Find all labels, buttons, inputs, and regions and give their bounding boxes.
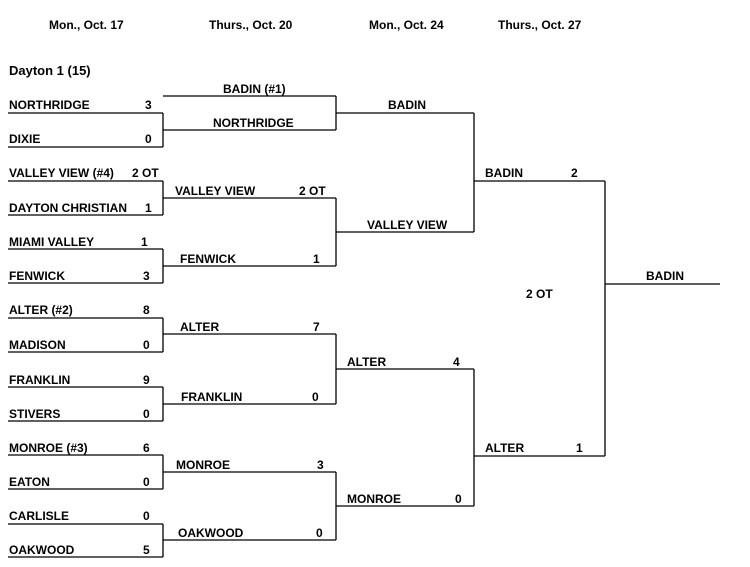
final-overtime-note: 2 OT (526, 287, 553, 301)
r1-team: FENWICK (9, 269, 65, 283)
round-header-4: Thurs., Oct. 27 (498, 18, 582, 32)
r1-score: 2 OT (132, 166, 159, 180)
champion-team: BADIN (646, 269, 684, 283)
r1-team: MIAMI VALLEY (9, 235, 95, 249)
r1-score: 0 (145, 132, 152, 146)
r1-score: 3 (145, 98, 152, 112)
r4-score: 2 (571, 166, 578, 180)
r1-team: FRANKLIN (9, 373, 71, 387)
r2-score: 7 (313, 320, 320, 334)
r1-team: DAYTON CHRISTIAN (9, 201, 128, 215)
r2-score: 1 (313, 252, 320, 266)
r1-team: CARLISLE (9, 509, 69, 523)
r2-team: VALLEY VIEW (175, 184, 256, 198)
r1-team: STIVERS (9, 407, 61, 421)
r4-team: BADIN (485, 166, 523, 180)
r2-team: ALTER (180, 320, 220, 334)
r2-score: 0 (312, 390, 319, 404)
r1-score: 8 (143, 303, 150, 317)
r3-team: MONROE (347, 492, 401, 506)
r1-score: 0 (143, 509, 150, 523)
round-header-1: Mon., Oct. 17 (49, 18, 124, 32)
r2-team: OAKWOOD (178, 526, 244, 540)
r4-team: ALTER (485, 441, 525, 455)
r3-team: ALTER (347, 355, 387, 369)
r2-team: MONROE (176, 458, 230, 472)
r2-score: 3 (317, 458, 324, 472)
r2-team: FENWICK (180, 252, 236, 266)
r4-score: 1 (576, 441, 583, 455)
round-header-2: Thurs., Oct. 20 (209, 18, 293, 32)
r2-score: 2 OT (299, 184, 326, 198)
r1-score: 0 (143, 475, 150, 489)
r1-team: NORTHRIDGE (9, 98, 90, 112)
r1-team: MADISON (9, 338, 66, 352)
bracket-title: Dayton 1 (15) (9, 63, 91, 78)
r3-score: 0 (455, 492, 462, 506)
r1-team: OAKWOOD (9, 543, 75, 557)
r1-score: 9 (143, 373, 150, 387)
r2-team: NORTHRIDGE (213, 116, 294, 130)
r2-team: FRANKLIN (181, 390, 243, 404)
r2-score: 0 (316, 526, 323, 540)
r1-team: EATON (9, 475, 50, 489)
r1-score: 5 (143, 543, 150, 557)
r1-team: ALTER (#2) (9, 303, 73, 317)
r1-team: MONROE (#3) (9, 441, 88, 455)
r1-team: DIXIE (9, 132, 41, 146)
round-header-3: Mon., Oct. 24 (369, 18, 444, 32)
r1-score: 0 (143, 407, 150, 421)
r3-team: BADIN (388, 98, 426, 112)
r3-team: VALLEY VIEW (367, 218, 448, 232)
r1-score: 1 (145, 201, 152, 215)
r1-score: 0 (143, 338, 150, 352)
r1-score: 6 (143, 441, 150, 455)
r1-team: VALLEY VIEW (#4) (9, 166, 114, 180)
r3-score: 4 (453, 355, 460, 369)
r1-score: 3 (143, 269, 150, 283)
r1-score: 1 (141, 235, 148, 249)
r2-team: BADIN (#1) (223, 82, 286, 96)
